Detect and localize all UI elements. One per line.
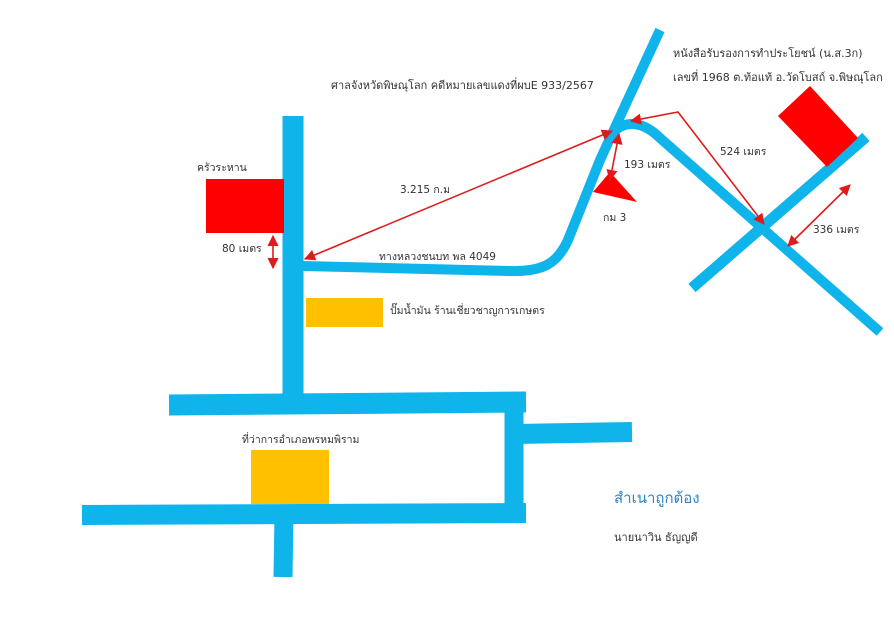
district-office-building bbox=[251, 450, 329, 504]
distance-arrows bbox=[267, 111, 851, 270]
main-distance-label: 3.215 ก.ม bbox=[400, 184, 451, 196]
east-stub-road bbox=[513, 422, 633, 444]
upper-horizontal-road bbox=[168, 391, 527, 416]
gas-station-building bbox=[306, 298, 383, 327]
restaurant-label: ครัวระหาน bbox=[197, 162, 247, 174]
km-marker-label: กม 3 bbox=[603, 212, 627, 224]
junction-distance-label: 524 เมตร bbox=[720, 146, 767, 158]
cross-road bbox=[688, 132, 870, 293]
certified-copy-text: สำเนาถูกต้อง bbox=[614, 489, 700, 507]
marker-distance-arrow bbox=[606, 132, 623, 182]
km-marker-triangle bbox=[593, 172, 637, 202]
roads bbox=[81, 27, 884, 578]
court-case-title: ศาลจังหวัดพิษณุโลก คดีหมายเลขแดงที่ผบE 9… bbox=[331, 79, 594, 92]
restaurant-building bbox=[206, 179, 284, 233]
plot-distance-arrow bbox=[787, 184, 851, 247]
main-distance-arrow bbox=[303, 129, 614, 261]
gas-station-label: ปั๊มน้ำมัน ร้านเชี่ยวชาญการเกษตร bbox=[390, 305, 545, 317]
district-office-label: ที่ว่าการอำเภอพรหมพิราม bbox=[242, 434, 360, 446]
land-doc-title: หนังสือรับรองการทำประโยชน์ (น.ส.3ก) bbox=[673, 47, 863, 60]
plot-distance-label: 336 เมตร bbox=[813, 224, 860, 236]
land-doc-number: เลขที่ 1968 ต.ท้อแท้ อ.วัดโบสถ์ จ.พิษณุโ… bbox=[673, 71, 883, 84]
highway-label: ทางหลวงชนบท พล 4049 bbox=[379, 251, 496, 263]
lower-horizontal-road bbox=[81, 503, 527, 525]
restaurant-distance-label: 80 เมตร bbox=[222, 243, 262, 255]
rural-highway-road bbox=[302, 27, 665, 277]
marker-distance-label: 193 เมตร bbox=[624, 159, 671, 171]
junction-distance-arrow bbox=[629, 111, 765, 225]
land-plot bbox=[778, 86, 858, 167]
south-stub-road bbox=[273, 513, 294, 578]
signer-name: นายนาวิน ธัญญดี bbox=[614, 531, 698, 544]
